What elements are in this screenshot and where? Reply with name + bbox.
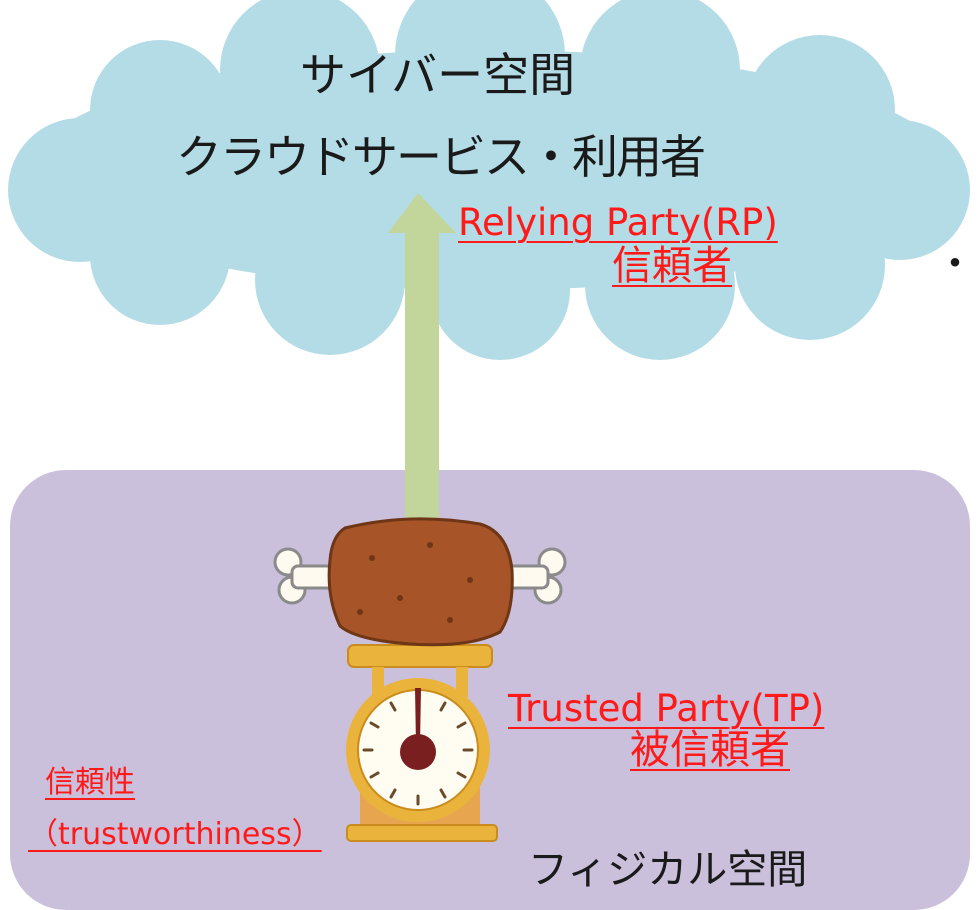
trustworthiness-label-en: （trustworthiness） — [28, 817, 322, 852]
cyber-space-title: サイバー空間 — [300, 48, 576, 102]
meat-on-bone-icon — [273, 517, 567, 647]
relying-party-label: Relying Party(RP) — [458, 201, 778, 244]
trusted-party-label: Trusted Party(TP) — [508, 687, 825, 730]
trustworthiness-label-ja: 信頼性 — [45, 765, 135, 800]
cyber-space-subtitle: クラウドサービス・利用者 — [176, 130, 706, 184]
up-arrow-icon — [388, 193, 456, 520]
physical-space-label: フィジカル空間 — [528, 847, 808, 893]
trusted-party-label-ja: 被信頼者 — [630, 727, 790, 773]
bullet-mark: ・ — [935, 241, 975, 287]
cyber-space-cloud — [8, 0, 970, 360]
kitchen-scale-icon — [346, 644, 498, 842]
physical-space-box — [10, 470, 970, 910]
relying-party-label-ja: 信頼者 — [612, 243, 732, 289]
